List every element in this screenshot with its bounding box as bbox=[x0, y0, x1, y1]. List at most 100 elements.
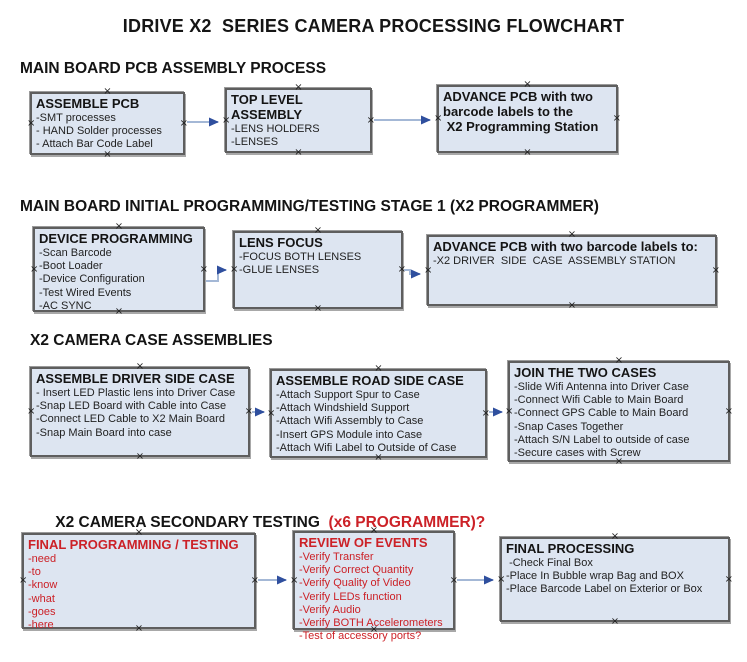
box-item: -what bbox=[28, 592, 55, 605]
connector-handle-icon: × bbox=[19, 575, 28, 586]
box-title: ASSEMBLE PCB bbox=[36, 96, 140, 111]
box-items: - Insert LED Plastic lens into Driver Ca… bbox=[36, 387, 244, 440]
connector-handle-icon: × bbox=[366, 114, 375, 126]
flow-box-final-programming-testing: FINAL PROGRAMMING / TESTING -need-to-kno… bbox=[19, 528, 259, 634]
box-item: -Place Barcode Label on Exterior or Box bbox=[506, 583, 703, 596]
connector-handle-icon: × bbox=[244, 406, 253, 417]
box-item: -Connect GPS Cable to Main Board bbox=[514, 407, 689, 420]
box-title: ADVANCE PCB with two barcode labels to: bbox=[433, 239, 698, 254]
box-title: ASSEMBLE DRIVER SIDE CASE bbox=[36, 371, 235, 386]
flow-box-advance-pcb-driver-side-station: ADVANCE PCB with two barcode labels to: … bbox=[424, 230, 720, 311]
connector-handle-icon: × bbox=[250, 575, 259, 586]
connector-handle-icon: × bbox=[290, 574, 299, 586]
connector-handle-icon: × bbox=[27, 117, 36, 129]
box-items: -Verify Transfer-Verify Correct Quantity… bbox=[299, 551, 449, 643]
box-item: -Attach Wifi Assembly to Case bbox=[276, 415, 424, 428]
section-header-initial-programming: MAIN BOARD INITIAL PROGRAMMING/TESTING S… bbox=[20, 198, 599, 215]
connector-handle-icon: × bbox=[135, 451, 145, 462]
connector-handle-icon: × bbox=[711, 264, 720, 276]
connector-handle-icon: × bbox=[199, 263, 208, 275]
section-header-secondary-testing: X2 CAMERA SECONDARY TESTING (x6 PROGRAMM… bbox=[38, 496, 485, 550]
arrow-lens-focus-to-advance-pcb-2 bbox=[404, 269, 421, 279]
connector-handle-icon: × bbox=[449, 574, 458, 586]
box-item: -Snap Main Board into case bbox=[36, 426, 172, 439]
box-item: -Attach Windshield Support bbox=[276, 402, 410, 415]
box-title: FINAL PROGRAMMING / TESTING bbox=[28, 537, 239, 552]
box-title: LENS FOCUS bbox=[239, 235, 323, 250]
box-item: -Connect Wifi Cable to Main Board bbox=[514, 394, 684, 407]
box-title: FINAL PROCESSING bbox=[506, 541, 635, 556]
connector-handle-icon: × bbox=[497, 573, 506, 585]
box-item: -AC SYNC bbox=[39, 299, 92, 312]
connector-handle-icon: × bbox=[267, 407, 276, 419]
box-items: -X2 DRIVER SIDE CASE ASSEMBLY STATION bbox=[433, 255, 711, 268]
flow-box-top-level-assembly: TOP LEVEL ASSEMBLY -LENS HOLDERS-LENSES … bbox=[222, 83, 375, 158]
box-item: -LENSES bbox=[231, 136, 279, 149]
box-item: -Insert GPS Module into Case bbox=[276, 428, 423, 441]
box-item: -goes bbox=[28, 605, 56, 618]
box-item: -Verify Audio bbox=[299, 603, 361, 616]
connector-handle-icon: × bbox=[230, 264, 239, 275]
connector-handle-icon: × bbox=[523, 147, 532, 158]
flow-box-assemble-pcb: ASSEMBLE PCB -SMT processes- HAND Solder… bbox=[27, 87, 188, 160]
box-title: ASSEMBLE ROAD SIDE CASE bbox=[276, 373, 464, 388]
connector-handle-icon: × bbox=[567, 300, 577, 311]
box-item: -Scan Barcode bbox=[39, 247, 112, 259]
flow-box-review-of-events: REVIEW OF EVENTS -Verify Transfer-Verify… bbox=[290, 526, 458, 643]
box-item: -Verify Quality of Video bbox=[299, 577, 411, 590]
box-item: -Secure cases with Screw bbox=[514, 447, 641, 460]
box-item: -Check Final Box bbox=[506, 557, 593, 569]
box-item: -need bbox=[28, 553, 57, 565]
box-item: -LENS HOLDERS bbox=[231, 123, 320, 135]
box-item: -Verify LEDs function bbox=[299, 590, 402, 603]
box-item: -Verify Transfer bbox=[299, 551, 374, 563]
flow-box-assemble-driver-side-case: ASSEMBLE DRIVER SIDE CASE - Insert LED P… bbox=[27, 362, 253, 462]
box-item: -Test of accessory ports? bbox=[299, 630, 422, 643]
connector-handle-icon: × bbox=[610, 616, 620, 627]
connector-handle-icon: × bbox=[179, 117, 188, 129]
box-items: -Slide Wifi Antenna into Driver Case-Con… bbox=[514, 381, 724, 460]
box-item: -Device Configuration bbox=[39, 273, 145, 286]
box-item: -GLUE LENSES bbox=[239, 264, 320, 277]
connector-handle-icon: × bbox=[724, 573, 733, 585]
box-item: -Verify Correct Quantity bbox=[299, 564, 414, 577]
connector-handle-icon: × bbox=[222, 114, 231, 126]
box-item: -Slide Wifi Antenna into Driver Case bbox=[514, 381, 689, 393]
box-item: -Attach S/N Label to outside of case bbox=[514, 433, 690, 446]
connector-handle-icon: × bbox=[30, 263, 39, 275]
box-items: -need-to-know-what-goes-here bbox=[28, 553, 250, 632]
box-items: -LENS HOLDERS-LENSES bbox=[231, 123, 366, 149]
box-title: TOP LEVEL ASSEMBLY bbox=[231, 92, 306, 122]
box-item: -Attach Support Spur to Case bbox=[276, 389, 420, 401]
connector-handle-icon: × bbox=[434, 113, 443, 124]
box-item: -Snap LED Board with Cable into Case bbox=[36, 400, 227, 413]
connector-handle-icon: × bbox=[481, 407, 490, 419]
box-item: -Boot Loader bbox=[39, 260, 103, 273]
box-item: -Verify BOTH Accelerometers bbox=[299, 617, 443, 630]
connector-handle-icon: × bbox=[397, 264, 406, 275]
connector-handle-icon: × bbox=[313, 303, 323, 314]
flow-box-assemble-road-side-case: ASSEMBLE ROAD SIDE CASE -Attach Support … bbox=[267, 364, 490, 463]
box-items: -Attach Support Spur to Case-Attach Wind… bbox=[276, 389, 481, 455]
box-items: -Check Final Box-Place In Bubble wrap Ba… bbox=[506, 557, 724, 597]
flow-box-final-processing: FINAL PROCESSING -Check Final Box-Place … bbox=[497, 532, 733, 627]
box-item: -Connect LED Cable to X2 Main Board bbox=[36, 413, 225, 426]
section-header-pcb-assembly: MAIN BOARD PCB ASSEMBLY PROCESS bbox=[20, 60, 327, 77]
section-header-programmer-question: (x6 PROGRAMMER)? bbox=[324, 514, 486, 531]
connector-handle-icon: × bbox=[294, 147, 303, 158]
box-items: -Scan Barcode-Boot Loader-Device Configu… bbox=[39, 247, 199, 313]
box-item: -to bbox=[28, 566, 41, 579]
box-items: -SMT processes- HAND Solder processes- A… bbox=[36, 112, 179, 152]
page-title: IDRIVE X2 SERIES CAMERA PROCESSING FLOWC… bbox=[122, 16, 625, 36]
box-title: DEVICE PROGRAMMING bbox=[39, 231, 193, 246]
box-title: JOIN THE TWO CASES bbox=[514, 365, 657, 380]
flow-box-device-programming: DEVICE PROGRAMMING -Scan Barcode-Boot Lo… bbox=[30, 222, 208, 317]
flow-box-advance-pcb-programming-station: ADVANCE PCB with two barcode labels to t… bbox=[434, 80, 621, 158]
arrow-device-programming-to-lens-focus bbox=[206, 265, 227, 282]
section-header-secondary-testing-text: X2 CAMERA SECONDARY TESTING bbox=[55, 514, 325, 531]
box-item: -Attach Wifi Label to Outside of Case bbox=[276, 441, 457, 454]
box-item: -X2 DRIVER SIDE CASE ASSEMBLY STATION bbox=[433, 255, 676, 267]
box-item: -SMT processes bbox=[36, 112, 116, 124]
connector-handle-icon: × bbox=[424, 264, 433, 276]
